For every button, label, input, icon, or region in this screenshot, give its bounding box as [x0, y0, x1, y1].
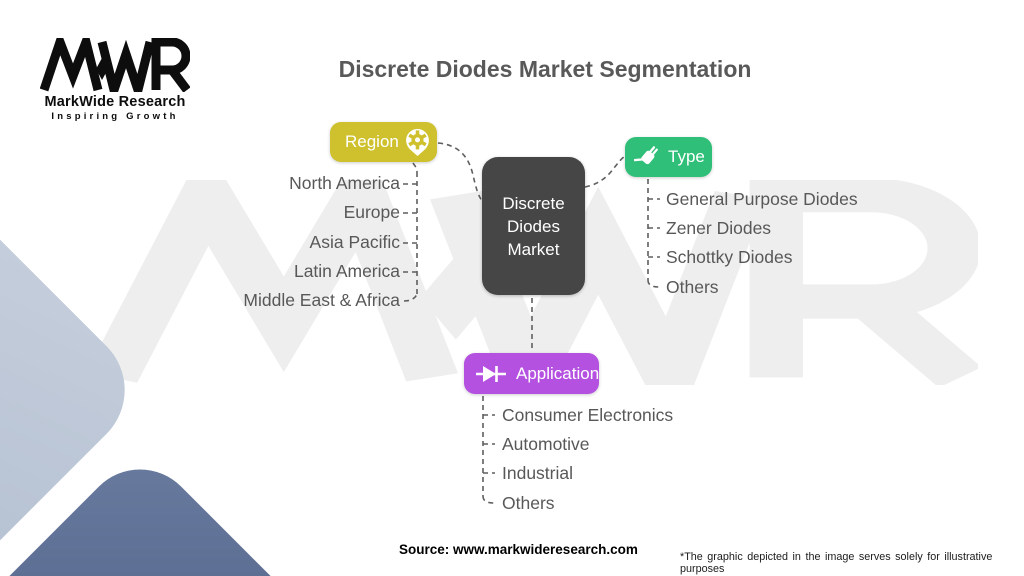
center-node-discrete-diodes-market: Discrete Diodes Market [482, 157, 585, 295]
type-items-list: General Purpose Diodes Zener Diodes Scho… [666, 185, 858, 302]
region-items-list: North America Europe Asia Pacific Latin … [243, 169, 400, 315]
list-item: North America [289, 173, 400, 194]
logo-name: MarkWide Research [44, 94, 186, 110]
plug-icon [634, 144, 661, 171]
disclaimer-note: *The graphic depicted in the image serve… [680, 551, 993, 575]
list-item: Automotive [502, 433, 590, 454]
branch-node-region: Region [330, 122, 437, 162]
branch-node-application: Application [464, 353, 599, 394]
center-node-line: Discrete [502, 193, 565, 213]
region-label: Region [345, 132, 399, 151]
mwr-watermark-icon [86, 138, 982, 439]
application-label: Application [516, 363, 600, 383]
list-item: Latin America [293, 261, 400, 282]
list-item: Schottky Diodes [666, 247, 793, 268]
source-credit: Source: www.markwideresearch.com [399, 542, 638, 557]
list-item: Others [666, 276, 719, 297]
center-node-line: Diodes [507, 216, 560, 236]
page-title: Discrete Diodes Market Segmentation [338, 56, 752, 82]
list-item: Europe [343, 202, 400, 223]
mwr-logo-icon [40, 38, 190, 92]
list-item: Others [502, 492, 555, 513]
location-pin-gear-icon [405, 128, 430, 157]
diode-symbol-icon [475, 363, 508, 385]
type-label: Type [668, 147, 705, 166]
application-items-list: Consumer Electronics Automotive Industri… [502, 401, 673, 518]
branch-node-type: Type [625, 137, 712, 177]
list-item: Consumer Electronics [502, 404, 674, 425]
list-item: Zener Diodes [666, 218, 772, 239]
list-item: General Purpose Diodes [666, 188, 858, 209]
list-item: Middle East & Africa [243, 290, 400, 311]
list-item: Asia Pacific [309, 231, 400, 252]
center-node-line: Market [507, 239, 560, 259]
logo-tagline: Inspiring Growth [51, 111, 179, 122]
markwide-logo: MarkWide Research Inspiring Growth [30, 38, 200, 122]
list-item: Industrial [502, 463, 574, 484]
